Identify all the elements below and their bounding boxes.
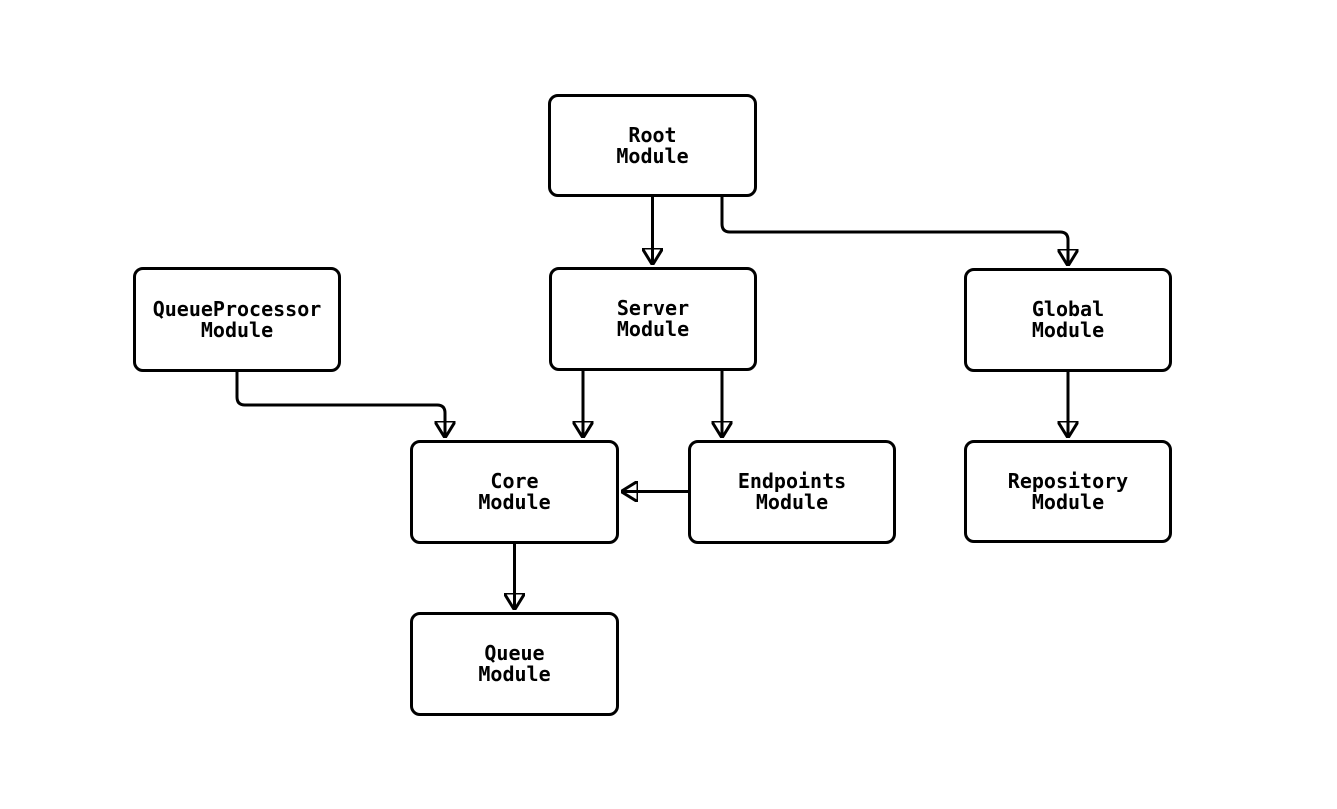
- node-root-module: Root Module: [548, 94, 757, 197]
- edge-queueprocessor-to-core: [235, 372, 445, 436]
- node-endpoints-module: Endpoints Module: [688, 440, 896, 544]
- node-root-module-label: Root Module: [616, 122, 689, 168]
- node-repository-module: Repository Module: [964, 440, 1172, 543]
- node-global-module: Global Module: [964, 268, 1172, 372]
- node-queue-module-label: Queue Module: [478, 641, 551, 686]
- node-queueprocessor-module: QueueProcessor Module: [133, 267, 341, 372]
- node-global-module-label: Global Module: [1031, 297, 1105, 342]
- node-repository-module-label: Repository Module: [1007, 468, 1129, 514]
- node-server-module: Server Module: [549, 267, 757, 371]
- node-core-module-label: Core Module: [478, 469, 551, 514]
- edge-root-to-global: [720, 197, 1068, 264]
- node-endpoints-module-label: Endpoints Module: [737, 469, 847, 514]
- node-queueprocessor-module-label: QueueProcessor Module: [152, 296, 322, 342]
- node-core-module: Core Module: [410, 440, 619, 544]
- node-server-module-label: Server Module: [616, 296, 690, 341]
- node-queue-module: Queue Module: [410, 612, 619, 716]
